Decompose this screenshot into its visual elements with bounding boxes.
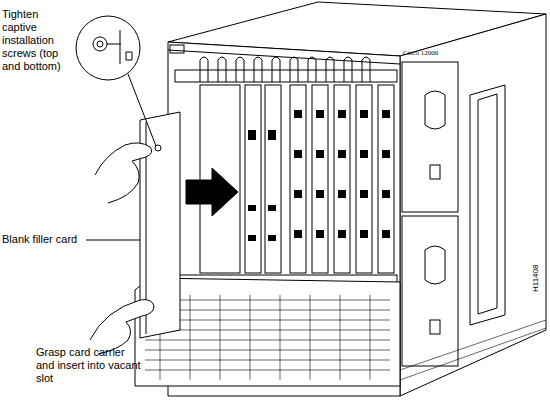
- hand: [90, 300, 154, 354]
- screw-detail: [107, 30, 132, 64]
- side-bracket: [470, 85, 505, 325]
- grille-lines: [145, 300, 390, 370]
- chassis-side: [400, 14, 546, 396]
- figure-number: H11408: [531, 232, 540, 292]
- part-label: Blank filler card: [2, 233, 92, 246]
- instruction-label: Grasp card carrier and insert into vacan…: [36, 346, 146, 385]
- screw-head: [97, 41, 103, 47]
- vent: [400, 320, 546, 380]
- line-cards: [245, 85, 394, 273]
- power-supply: [402, 62, 458, 212]
- leader-line: [128, 74, 156, 146]
- magnifier-circle: [76, 16, 140, 80]
- product-name: Cisco 12000: [403, 49, 463, 57]
- side-bracket-inner: [478, 94, 497, 314]
- handle: [425, 91, 445, 129]
- card-ports: [248, 110, 390, 241]
- hand: [95, 143, 152, 203]
- leader-line: [86, 240, 140, 241]
- screw-head: [93, 37, 107, 51]
- insert-arrow: [186, 168, 238, 216]
- grille-lines: [160, 295, 370, 380]
- logo-badge: [170, 45, 184, 53]
- switch: [430, 165, 440, 179]
- handle: [425, 246, 445, 284]
- instruction-label: Tighten captive installation screws (top…: [2, 8, 74, 73]
- ejector-levers: [200, 57, 370, 82]
- power-supply: [402, 216, 458, 366]
- switch: [430, 320, 440, 334]
